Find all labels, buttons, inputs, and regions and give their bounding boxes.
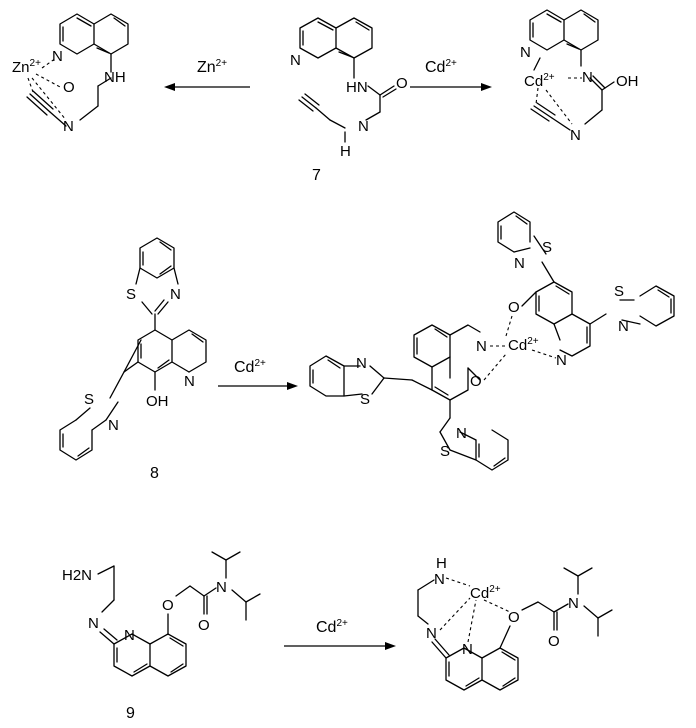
arrow-cd-1-ion: Cd (425, 59, 445, 76)
cd2-atom-n-farleft: N (356, 355, 367, 372)
arrow-cd-2: Cd2+ (218, 358, 298, 390)
cd3-charge: 2+ (489, 584, 501, 595)
cd3-atom-h: H (436, 555, 447, 572)
c9-atom-o-carbonyl: O (198, 617, 210, 634)
svg-text:Cd2+: Cd2+ (524, 72, 555, 90)
cd1-atom-n-amide: N (582, 69, 593, 86)
cd2-atom-n-topright: N (514, 255, 525, 272)
c8-atom-s-top: S (126, 286, 136, 303)
atom-n-amine: N (358, 118, 369, 135)
zn-atom-n-amine: N (63, 118, 74, 135)
cd3-atom-n-ring: N (462, 641, 473, 658)
cd2-metal: Cd (508, 337, 527, 354)
zn-charge: 2+ (30, 58, 42, 69)
c9-atom-n-imine: N (88, 615, 99, 632)
compound-9: H2N N N O O N 9 (62, 551, 261, 722)
complex-cd-1: N Cd2+ N OH N (520, 9, 639, 144)
compound-label-9: 9 (126, 705, 135, 722)
complex-cd-3: H N N N O O N Cd2+ (417, 555, 613, 691)
arrow-cd-2-charge: 2+ (254, 358, 266, 369)
cd2-atom-n-left: N (476, 338, 487, 355)
c8-atom-n-left: N (108, 417, 119, 434)
svg-text:Cd2+: Cd2+ (470, 584, 501, 602)
arrow-cd-3-ion: Cd (316, 619, 336, 636)
arrow-cd-1: Cd2+ (410, 58, 492, 91)
cd3-atom-n-amine: N (434, 571, 445, 588)
c8-atom-n-ring: N (184, 373, 195, 390)
atom-h: H (340, 143, 351, 160)
cd3-atom-n-imine: N (426, 625, 437, 642)
cd2-atom-s-bottom: S (440, 443, 450, 460)
atom-o: O (396, 75, 408, 92)
arrow-cd-1-charge: 2+ (445, 58, 457, 69)
compound-8: S N N OH S N 8 (59, 237, 207, 482)
cd1-atom-n-amine: N (570, 127, 581, 144)
cd2-atom-s-farleft: S (360, 391, 370, 408)
arrow-cd-2-ion: Cd (234, 359, 254, 376)
cd1-atom-oh: OH (616, 73, 639, 90)
svg-text:Cd2+: Cd2+ (234, 358, 266, 376)
c8-atom-n-top: N (170, 286, 181, 303)
cd1-atom-n-ring: N (520, 44, 531, 61)
svg-text:Cd2+: Cd2+ (508, 336, 539, 354)
cd2-atom-o-left: O (470, 373, 482, 390)
cd2-atom-o-right: O (508, 299, 520, 316)
atom-n-ring: N (290, 52, 301, 69)
c9-atom-n-amide: N (216, 579, 227, 596)
cd2-charge: 2+ (527, 336, 539, 347)
atom-hn: HN (346, 79, 368, 96)
zn-metal: Zn (12, 59, 30, 76)
compound-label-7: 7 (312, 167, 321, 184)
arrow-cd-3: Cd2+ (284, 618, 396, 650)
arrow-zn: Zn2+ (164, 58, 250, 91)
c8-atom-oh: OH (146, 393, 169, 410)
arrow-zn-ion: Zn (197, 59, 216, 76)
arrow-cd-3-charge: 2+ (336, 618, 348, 629)
zn-atom-nh: NH (104, 69, 126, 86)
cd1-charge: 2+ (543, 72, 555, 83)
cd2-atom-n-bottom: N (456, 425, 467, 442)
c9-atom-h2n: H2N (62, 567, 92, 584)
c9-atom-o-ether: O (162, 597, 174, 614)
compound-7: N HN O N H 7 (290, 17, 408, 184)
c9-atom-n-ring: N (124, 627, 135, 644)
cd2-atom-s-right: S (614, 283, 624, 300)
cd3-atom-o-ether: O (508, 609, 520, 626)
cd1-metal: Cd (524, 73, 543, 90)
compound-label-8: 8 (150, 465, 159, 482)
svg-text:Zn2+: Zn2+ (197, 58, 227, 76)
svg-text:Zn2+: Zn2+ (12, 58, 41, 76)
arrow-zn-charge: 2+ (216, 58, 228, 69)
c8-atom-s-left: S (84, 391, 94, 408)
complex-zn: Zn2+ N NH O N (12, 13, 129, 135)
cd3-atom-o-carbonyl: O (548, 633, 560, 650)
cd2-atom-n-right: N (556, 352, 567, 369)
complex-cd-2: N O N S N S Cd2+ O (309, 211, 675, 471)
cd2-atom-s-topright: S (542, 239, 552, 256)
zn-atom-n-ring: N (52, 48, 63, 65)
zn-atom-o: O (63, 79, 75, 96)
svg-text:Cd2+: Cd2+ (425, 58, 457, 76)
svg-text:Cd2+: Cd2+ (316, 618, 348, 636)
cd3-atom-n-amide: N (568, 595, 579, 612)
cd3-metal: Cd (470, 585, 489, 602)
cd2-atom-n-right2: N (618, 318, 629, 335)
